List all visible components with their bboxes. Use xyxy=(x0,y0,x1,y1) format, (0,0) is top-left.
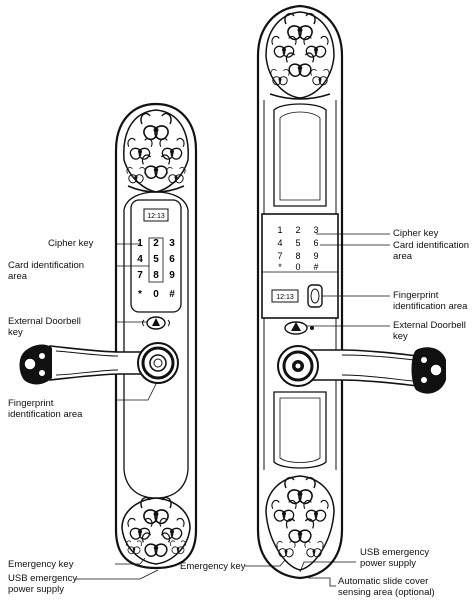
left-key[interactable]: 2 xyxy=(153,238,159,249)
right-lcd-display xyxy=(271,289,299,303)
left-key[interactable]: 8 xyxy=(153,270,159,281)
right-key[interactable]: 9 xyxy=(313,251,318,261)
left-key[interactable]: 1 xyxy=(137,238,143,249)
right-lock: 1 2 3 4 5 6 7 8 9 * 0 # 12:13 xyxy=(256,4,446,580)
right-rosette xyxy=(277,345,319,387)
right-key[interactable]: 1 xyxy=(277,225,282,235)
label-cipher-key-left: Cipher key xyxy=(48,238,94,249)
right-key[interactable]: 6 xyxy=(313,238,318,248)
left-key[interactable]: 5 xyxy=(153,254,159,265)
left-key[interactable]: 0 xyxy=(153,289,159,300)
left-key[interactable]: 9 xyxy=(169,270,175,281)
right-key[interactable]: # xyxy=(313,262,318,272)
left-key[interactable]: 4 xyxy=(137,254,143,265)
right-key[interactable]: 7 xyxy=(277,251,282,261)
right-key[interactable]: 3 xyxy=(313,225,318,235)
label-emergency-key-right: Emergency key xyxy=(180,561,246,572)
right-handle[interactable] xyxy=(309,347,446,394)
right-fingerprint-sensor[interactable] xyxy=(307,284,323,308)
right-lcd-time: 12:13 xyxy=(276,294,294,301)
right-key[interactable]: 8 xyxy=(295,251,300,261)
left-keypad: 1 2 3 4 5 6 7 8 9 * 0 # xyxy=(137,238,175,300)
left-handle[interactable] xyxy=(19,344,149,385)
right-upper-panel xyxy=(273,103,327,207)
left-bottom-ornament xyxy=(121,496,191,565)
right-key[interactable]: 2 xyxy=(295,225,300,235)
label-cipher-key-right: Cipher key xyxy=(393,228,439,239)
left-lock: 12:13 1 2 3 4 5 6 7 8 9 * 0 # xyxy=(19,102,198,570)
right-key[interactable]: * xyxy=(278,262,282,272)
left-lcd-display xyxy=(143,208,169,222)
right-keypad-band xyxy=(261,213,339,319)
left-lcd-time: 12:13 xyxy=(147,213,165,220)
leader-lines xyxy=(75,233,390,587)
left-top-ornament xyxy=(123,109,189,193)
label-emergency-key-left: Emergency key xyxy=(8,559,74,570)
left-doorbell-key[interactable] xyxy=(142,316,170,330)
right-lower-panel xyxy=(273,391,327,469)
left-key[interactable]: 6 xyxy=(169,254,175,265)
left-key[interactable]: * xyxy=(138,289,142,300)
left-keypad-panel xyxy=(130,199,182,313)
right-top-ornament xyxy=(265,11,335,100)
left-card-area xyxy=(148,237,164,283)
right-key[interactable]: 4 xyxy=(277,238,282,248)
right-keypad: 1 2 3 4 5 6 7 8 9 * 0 # xyxy=(277,225,318,272)
right-key[interactable]: 5 xyxy=(295,238,300,248)
left-fingerprint-rosette[interactable] xyxy=(137,342,179,384)
right-key[interactable]: 0 xyxy=(295,262,300,272)
right-doorbell-key[interactable] xyxy=(284,321,314,335)
left-key[interactable]: 3 xyxy=(169,238,175,249)
left-key[interactable]: # xyxy=(169,289,175,300)
right-bottom-ornament xyxy=(265,475,335,571)
left-key[interactable]: 7 xyxy=(137,270,143,281)
